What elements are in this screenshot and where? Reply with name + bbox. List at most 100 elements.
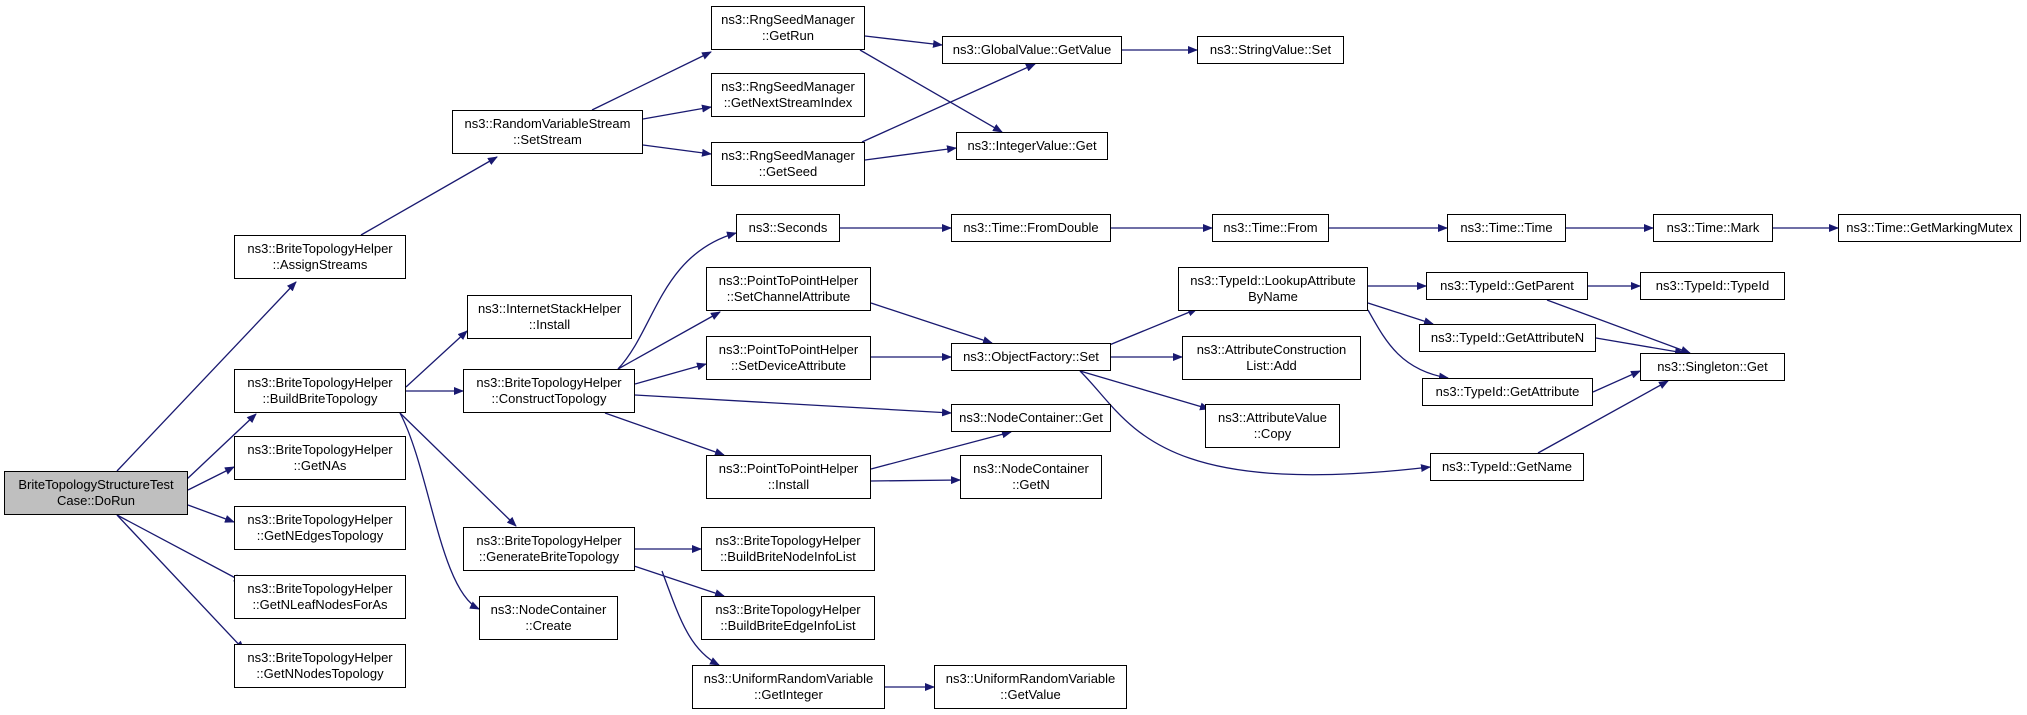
node-label-line1: ns3::Time::Time	[1460, 220, 1553, 235]
call-edge-14	[617, 231, 737, 370]
node-label-line2: List::Add	[1246, 358, 1297, 373]
node-integer-value-get[interactable]: ns3::IntegerValue::Get	[956, 132, 1108, 160]
node-node-container-get[interactable]: ns3::NodeContainer::Get	[951, 404, 1111, 432]
call-edge-27	[870, 302, 993, 344]
call-edge-20	[624, 562, 725, 597]
node-label-line2: Case::DoRun	[56, 493, 136, 508]
node-get-nleaf-nodes-for-as[interactable]: ns3::BriteTopologyHelper::GetNLeafNodesF…	[234, 575, 406, 619]
node-label-line1: ns3::BriteTopologyHelper	[247, 650, 393, 665]
call-edge-30	[870, 476, 961, 485]
call-edge-40	[1367, 302, 1434, 326]
node-label-line1: ns3::NodeContainer	[973, 461, 1089, 476]
node-get-nas[interactable]: ns3::BriteTopologyHelper::GetNAs	[234, 436, 406, 480]
node-label-line2: ::GetNLeafNodesForAs	[252, 597, 388, 612]
node-label-line2: ::GenerateBriteTopology	[478, 549, 620, 564]
node-label-line1: ns3::GlobalValue::GetValue	[952, 42, 1112, 57]
node-type-id-get-name[interactable]: ns3::TypeId::GetName	[1430, 453, 1584, 481]
node-label-line1: ns3::BriteTopologyHelper	[247, 512, 393, 527]
node-singleton-get[interactable]: ns3::Singleton::Get	[1640, 353, 1785, 381]
node-get-nnodes-topology[interactable]: ns3::BriteTopologyHelper::GetNNodesTopol…	[234, 644, 406, 688]
node-construct-topology[interactable]: ns3::BriteTopologyHelper::ConstructTopol…	[463, 369, 635, 413]
node-random-variable-stream-set-stream[interactable]: ns3::RandomVariableStream::SetStream	[452, 110, 643, 154]
node-label-line1: ns3::Seconds	[748, 220, 828, 235]
call-edge-33	[1079, 370, 1210, 411]
node-rng-seed-manager-get-run[interactable]: ns3::RngSeedManager::GetRun	[711, 6, 865, 50]
node-get-nedges-topology[interactable]: ns3::BriteTopologyHelper::GetNEdgesTopol…	[234, 506, 406, 550]
call-edge-11	[591, 51, 712, 111]
node-build-brite-edge-info-list[interactable]: ns3::BriteTopologyHelper::BuildBriteEdge…	[701, 596, 875, 640]
node-type-id-get-attribute-n[interactable]: ns3::TypeId::GetAttributeN	[1419, 324, 1596, 352]
call-edge-7	[405, 330, 468, 388]
node-point-to-point-set-channel-attribute[interactable]: ns3::PointToPointHelper::SetChannelAttri…	[706, 267, 871, 311]
node-label-line1: ns3::UniformRandomVariable	[703, 671, 874, 686]
node-label-line2: ::SetDeviceAttribute	[731, 358, 846, 373]
node-label-line2: ::GetNNodesTopology	[256, 666, 384, 681]
node-label-line2: ::Copy	[1253, 426, 1292, 441]
node-type-id-get-parent[interactable]: ns3::TypeId::GetParent	[1426, 272, 1588, 300]
node-label-line1: ns3::IntegerValue::Get	[967, 138, 1097, 153]
node-label-line2: ::GetN	[1012, 477, 1050, 492]
node-object-factory-set[interactable]: ns3::ObjectFactory::Set	[951, 343, 1111, 371]
node-label-line1: ns3::Time::GetMarkingMutex	[1846, 220, 2013, 235]
call-edge-12	[642, 104, 712, 120]
node-label-line1: ns3::NodeContainer	[490, 602, 607, 617]
node-time-from[interactable]: ns3::Time::From	[1212, 214, 1329, 242]
node-label-line1: ns3::AttributeConstruction	[1196, 342, 1347, 357]
call-edge-13	[642, 144, 712, 157]
node-label-line1: ns3::BriteTopologyHelper	[476, 375, 622, 390]
node-time-get-marking-mutex[interactable]: ns3::Time::GetMarkingMutex	[1838, 214, 2021, 242]
node-build-brite-topology[interactable]: ns3::BriteTopologyHelper::BuildBriteTopo…	[234, 369, 406, 413]
node-rng-seed-manager-get-seed[interactable]: ns3::RngSeedManager::GetSeed	[711, 142, 865, 186]
node-assign-streams[interactable]: ns3::BriteTopologyHelper::AssignStreams	[234, 235, 406, 279]
node-rng-seed-manager-get-next-stream-index[interactable]: ns3::RngSeedManager::GetNextStreamIndex	[711, 73, 865, 117]
node-attribute-value-copy[interactable]: ns3::AttributeValue::Copy	[1205, 404, 1340, 448]
node-node-container-create[interactable]: ns3::NodeContainer::Create	[479, 596, 618, 640]
node-label-line1: ns3::BriteTopologyHelper	[247, 241, 393, 256]
node-point-to-point-set-device-attribute[interactable]: ns3::PointToPointHelper::SetDeviceAttrib…	[706, 336, 871, 380]
node-label-line1: ns3::PointToPointHelper	[718, 461, 859, 476]
node-uniform-random-variable-get-integer[interactable]: ns3::UniformRandomVariable::GetInteger	[692, 665, 885, 709]
node-type-id-type-id[interactable]: ns3::TypeId::TypeId	[1640, 272, 1785, 300]
node-time-from-double[interactable]: ns3::Time::FromDouble	[951, 214, 1111, 242]
node-seconds[interactable]: ns3::Seconds	[736, 214, 840, 242]
call-edge-25	[864, 145, 957, 161]
node-label-line1: ns3::TypeId::TypeId	[1655, 278, 1770, 293]
node-label-line1: ns3::PointToPointHelper	[718, 273, 859, 288]
node-label-line1: ns3::BriteTopologyHelper	[247, 581, 393, 596]
node-label-line1: ns3::StringValue::Set	[1209, 42, 1332, 57]
node-time-mark[interactable]: ns3::Time::Mark	[1653, 214, 1773, 242]
node-label-line1: BriteTopologyStructureTest	[18, 477, 174, 492]
node-node-container-get-n[interactable]: ns3::NodeContainer::GetN	[960, 455, 1102, 499]
node-generate-brite-topology[interactable]: ns3::BriteTopologyHelper::GenerateBriteT…	[463, 527, 635, 571]
node-label-line1: ns3::InternetStackHelper	[477, 301, 622, 316]
call-edge-46	[1592, 370, 1641, 393]
node-label-line2: ::Install	[528, 317, 571, 332]
call-edge-18	[604, 412, 725, 456]
node-label-line2: ::GetNAs	[293, 458, 347, 473]
node-label-line1: ns3::TypeId::GetAttribute	[1435, 384, 1580, 399]
node-internet-stack-helper-install[interactable]: ns3::InternetStackHelper::Install	[467, 295, 632, 339]
node-uniform-random-variable-get-value[interactable]: ns3::UniformRandomVariable::GetValue	[934, 665, 1127, 709]
node-label-line1: ns3::Time::Mark	[1666, 220, 1760, 235]
call-edge-3	[187, 504, 235, 523]
node-label-line2: ::ConstructTopology	[491, 391, 607, 406]
node-label-line2: ByName	[1248, 289, 1298, 304]
node-label-line2: ::GetNextStreamIndex	[723, 95, 853, 110]
node-label-line2: ::SetChannelAttribute	[726, 289, 851, 304]
node-label-line2: ::AssignStreams	[272, 257, 368, 272]
node-point-to-point-install[interactable]: ns3::PointToPointHelper::Install	[706, 455, 871, 499]
call-edge-0	[116, 281, 297, 472]
node-string-value-set[interactable]: ns3::StringValue::Set	[1197, 36, 1344, 64]
node-build-brite-node-info-list[interactable]: ns3::BriteTopologyHelper::BuildBriteNode…	[701, 527, 875, 571]
node-label-line1: ns3::ObjectFactory::Set	[963, 349, 1099, 364]
node-type-id-get-attribute[interactable]: ns3::TypeId::GetAttribute	[1422, 378, 1593, 406]
call-edge-44	[1546, 299, 1691, 354]
node-global-value-get-value[interactable]: ns3::GlobalValue::GetValue	[942, 36, 1122, 64]
node-label-line1: ns3::BriteTopologyHelper	[476, 533, 622, 548]
node-time-time[interactable]: ns3::Time::Time	[1447, 214, 1566, 242]
